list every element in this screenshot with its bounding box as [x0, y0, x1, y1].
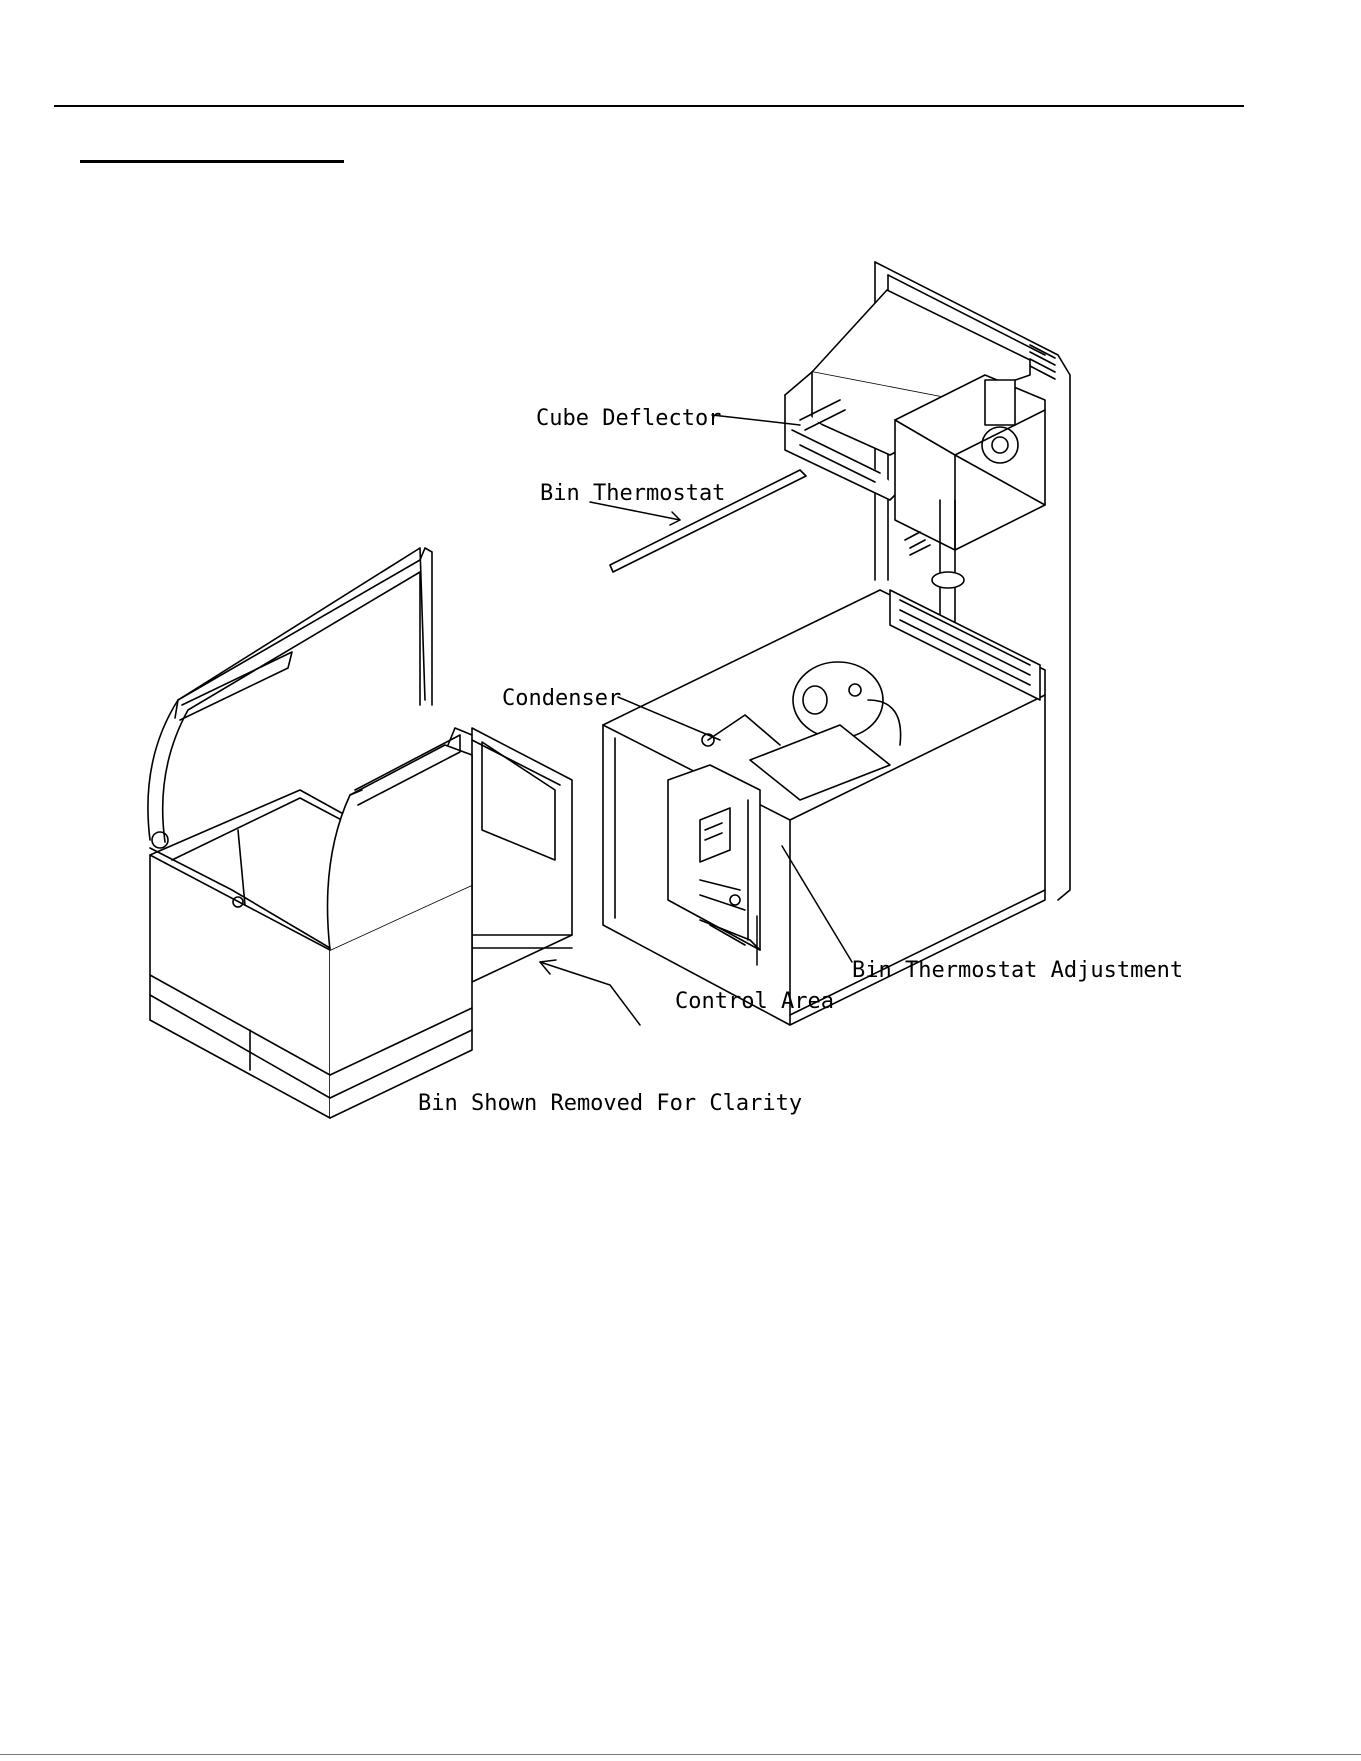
- callout-condenser: Condenser: [502, 686, 621, 711]
- ice-machine: [603, 262, 1070, 1025]
- callout-cube-deflector: Cube Deflector: [536, 406, 721, 431]
- callout-bin-removed: Bin Shown Removed For Clarity: [418, 1091, 802, 1116]
- page-bottom-edge: [0, 1754, 1361, 1755]
- callout-control-area: Control Area: [675, 989, 834, 1014]
- callout-bin-thermostat-adjustment: Bin Thermostat Adjustment: [852, 958, 1183, 983]
- callout-bin-thermostat: Bin Thermostat: [540, 481, 725, 506]
- storage-bin: [148, 548, 572, 1118]
